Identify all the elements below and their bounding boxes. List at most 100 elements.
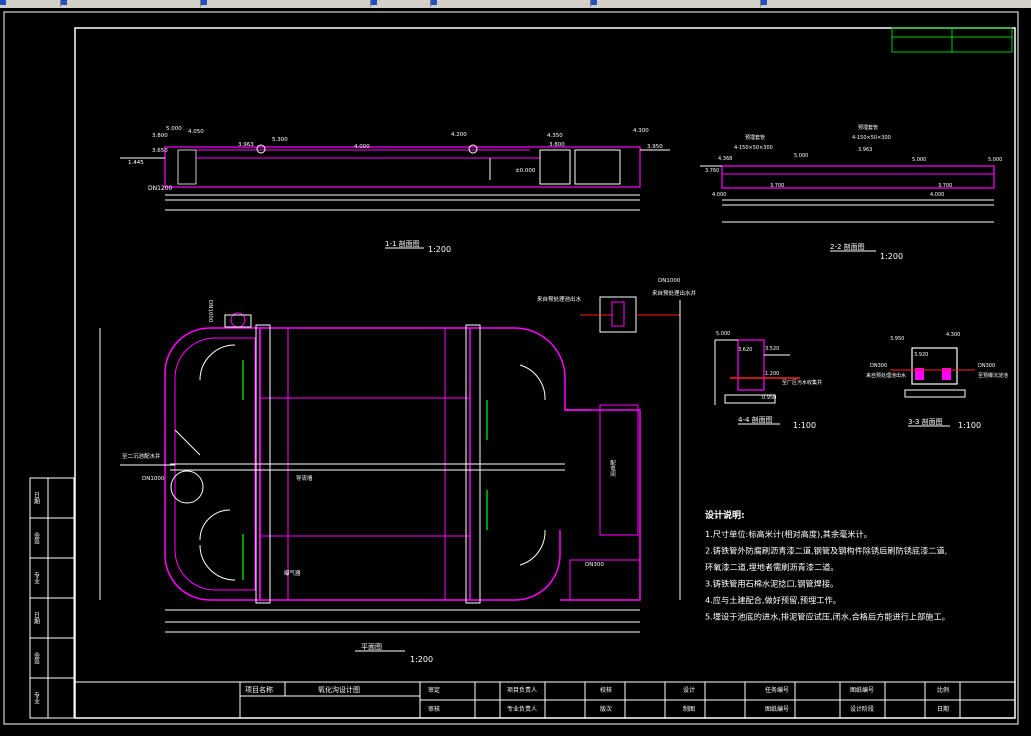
drawing-icon <box>0 0 6 5</box>
cad-drawing-canvas[interactable]: 1-1 剖面图 1:200 DN1200 5.000 4.050 3.800 3.65… <box>0 8 1031 736</box>
section-3-3-label: 3.950 <box>890 336 904 342</box>
plan-label: DN1000 <box>142 476 165 482</box>
section-2-2-label: 3.963 <box>858 147 872 153</box>
section-3-3-label: 3.920 <box>914 352 928 358</box>
title-block-cell: 图纸编号 <box>850 686 874 694</box>
window-tab[interactable] <box>200 0 209 7</box>
drawing-icon <box>431 0 437 5</box>
plan-scale: 1:200 <box>410 655 433 664</box>
section-4-4-label: 3.620 <box>738 347 752 353</box>
elevation-label: 3.800 <box>549 142 565 148</box>
window-tab-bar <box>0 0 1031 8</box>
title-block-cell: 制图 <box>683 705 695 713</box>
section-4-4-label: 1.200 <box>765 371 779 377</box>
section-4-4-title: 4-4 剖面图 <box>738 415 773 424</box>
elevation-label: 1.445 <box>128 160 144 166</box>
elevation-label: 4.000 <box>354 144 370 150</box>
section-3-3-label: DN300 <box>870 363 887 369</box>
section-1-1-title: 1-1 剖面图 <box>385 239 420 248</box>
section-1-1-scale: 1:200 <box>428 245 451 254</box>
section-3-3-scale: 1:100 <box>958 421 981 430</box>
window-tab[interactable] <box>760 0 769 7</box>
title-block-cell: 审核 <box>428 705 440 713</box>
window-tab[interactable] <box>370 0 379 7</box>
drawing-icon <box>61 0 67 5</box>
elevation-label: 4.350 <box>547 133 563 139</box>
section-2-2-label: 4.368 <box>718 156 732 162</box>
section-2-2-label: 3.700 <box>938 183 952 189</box>
signature-stamp <box>891 27 1013 53</box>
sheet-border <box>3 11 1019 725</box>
section-3-3-label: 至预曝沉淀池 <box>978 372 1008 379</box>
plan-label: DN1000 <box>658 278 681 284</box>
section-3-3-label: 4.300 <box>946 332 960 338</box>
section-4-4: 4-4 剖面图 1:100 5.000 3.620 3.520 1.200 0.950 至… <box>714 331 822 430</box>
title-block: 项目名称 氧化沟设计图 审定审核项目负责人专业负责人校核设计制图任务编号图纸编号… <box>74 681 1016 719</box>
section-2-2-label: 3.700 <box>770 183 784 189</box>
section-1-1: 1-1 剖面图 1:200 DN1200 5.000 4.050 3.800 3.65… <box>120 126 670 254</box>
left-strip-label: 会签 <box>33 531 40 544</box>
section-4-4-label: 3.520 <box>765 346 779 352</box>
window-tab[interactable] <box>590 0 599 7</box>
section-3-3-label: 来自预处理池出水 <box>866 372 906 379</box>
plan-label: 至二沉池配水井 <box>122 452 161 460</box>
window-tab[interactable] <box>0 0 8 7</box>
title-block-cell: 设计阶段 <box>850 705 874 713</box>
plan-label: 来自预处理出水井 <box>652 289 697 297</box>
elevation-label: 3.650 <box>152 148 168 154</box>
elevation-label: 5.300 <box>272 137 288 143</box>
plan-label: 曝气器 <box>284 569 301 577</box>
elevation-label: ±0.000 <box>515 168 536 174</box>
section-2-2-label: 5.000 <box>988 157 1002 163</box>
title-block-cell: 专业负责人 <box>507 705 537 713</box>
elevation-label: 3.950 <box>647 144 663 150</box>
section-1-1-pipe: DN1200 <box>148 185 173 192</box>
title-block-cell: 项目负责人 <box>507 686 537 694</box>
drawing-icon <box>201 0 207 5</box>
title-block-cell: 设计 <box>683 686 695 694</box>
design-note-line: 3.铸铁管用石棉水泥捻口,钢管焊接。 <box>705 579 838 589</box>
section-4-4-scale: 1:100 <box>793 421 816 430</box>
drawing-icon <box>591 0 597 5</box>
project-name-label: 项目名称 <box>245 685 273 694</box>
elevation-label: 4.050 <box>188 129 204 135</box>
left-strip-label: 日期 <box>33 612 40 625</box>
section-2-2-scale: 1:200 <box>880 252 903 261</box>
section-3-3-label: DN300 <box>978 363 995 369</box>
elevation-label: 5.000 <box>166 126 182 132</box>
design-notes: 设计说明: 1.尺寸单位:标高米计(相对高度),其余毫米计。2.铸铁管外防腐刷沥… <box>705 509 950 622</box>
title-block-cell: 审定 <box>428 686 440 694</box>
plan-view: 平面图 1:200 DN1000DN1000至二沉池配水井DN1000来自预处理… <box>99 278 697 664</box>
section-4-4-label: 至厂区污水收集井 <box>782 379 822 386</box>
design-note-line: 2.铸铁管外防腐刷沥青漆二道,钢管及钢构件除锈后刷防锈底漆二道, <box>705 546 947 556</box>
elevation-label: 4.300 <box>633 128 649 134</box>
window-tab[interactable] <box>60 0 69 7</box>
window-tab[interactable] <box>430 0 439 7</box>
section-2-2-label: 预埋套管 <box>745 134 765 141</box>
section-2-2-title: 2-2 剖面图 <box>830 242 865 251</box>
section-2-2-label: 4.000 <box>930 192 944 198</box>
elevation-label: 4.200 <box>451 132 467 138</box>
left-strip-label: 专业 <box>33 691 40 704</box>
title-block-cell: 图纸编号 <box>765 705 789 713</box>
section-4-4-label: 0.950 <box>762 395 776 401</box>
section-3-3-title: 3-3 剖面图 <box>908 417 943 426</box>
design-note-line: 5.埋设于池底的进水,排泥管应试压,闭水,合格后方能进行上部施工。 <box>705 612 950 622</box>
section-2-2-label: 3.760 <box>705 168 719 174</box>
elevation-label: 3.963 <box>238 142 254 148</box>
section-4-4-label: 5.000 <box>716 331 730 337</box>
plan-label: DN1000 <box>207 300 213 323</box>
section-2-2-label: 5.000 <box>912 157 926 163</box>
plan-label: 来自预处理池出水 <box>537 295 582 303</box>
design-note-line: 1.尺寸单位:标高米计(相对高度),其余毫米计。 <box>705 529 872 539</box>
title-block-cell: 校核 <box>600 686 612 694</box>
design-note-line: 4.应与土建配合,做好预留,预埋工作。 <box>705 595 841 605</box>
title-block-cell: 比例 <box>937 686 949 694</box>
plan-label: DN300 <box>585 562 604 568</box>
section-2-2-label: 4-150×50×300 <box>734 145 773 151</box>
title-block-cell: 任务编号 <box>765 686 789 694</box>
section-2-2: 2-2 剖面图 1:200 预埋套管4-150×50×300预埋套管4-150×… <box>700 124 1002 261</box>
section-2-2-label: 4-150×50×300 <box>852 135 891 141</box>
left-strip-label: 会签 <box>33 651 40 664</box>
